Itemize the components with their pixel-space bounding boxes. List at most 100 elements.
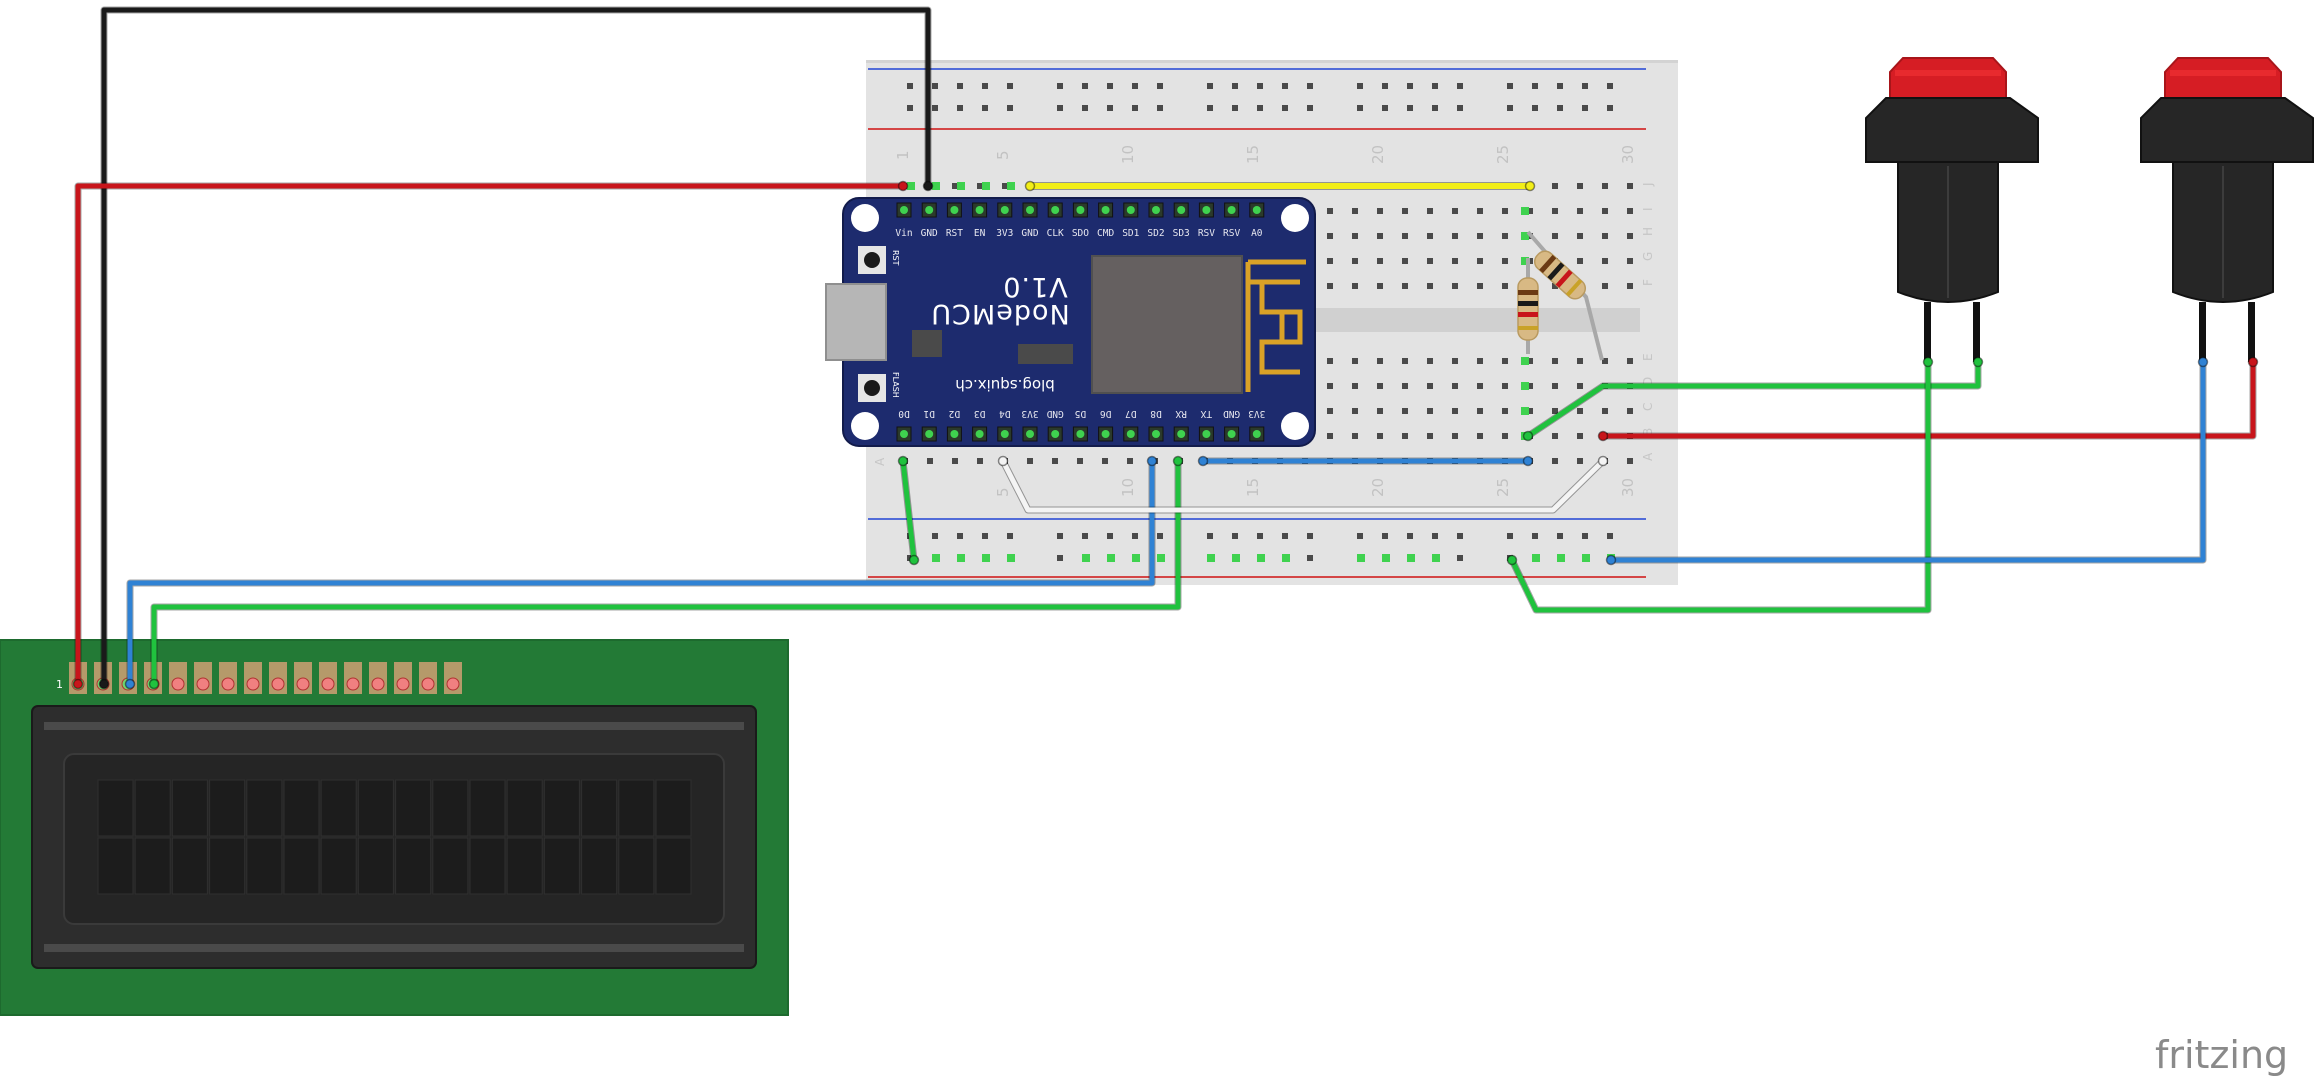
bb-col-number: 20 <box>1369 145 1387 164</box>
bb-hole <box>1327 358 1333 364</box>
bb-rail-hole <box>932 83 938 89</box>
header-pin-contact <box>1076 206 1085 214</box>
uart-chip <box>1018 344 1073 364</box>
bb-hole <box>1577 183 1583 189</box>
bb-rail-hole-connected <box>1382 554 1390 562</box>
bb-hole <box>1052 458 1058 464</box>
bottom-pin-label: GND <box>1046 408 1063 419</box>
regulator-chip <box>912 330 942 357</box>
bb-hole-connected <box>1521 407 1529 415</box>
bb-hole <box>1577 208 1583 214</box>
bb-row-letter: H <box>1641 227 1655 236</box>
button-cap[interactable] <box>2164 57 2282 99</box>
bb-rail-hole <box>1082 533 1088 539</box>
lcd-pin <box>396 677 410 691</box>
header-pin-contact <box>1252 206 1261 214</box>
bb-col-number: 15 <box>1244 478 1262 497</box>
bb-rail-hole-connected <box>1132 554 1140 562</box>
lcd-cell <box>357 837 394 895</box>
bb-rail-hole <box>1207 533 1213 539</box>
bb-row-letter: I <box>1641 207 1655 211</box>
lcd-character-cells <box>97 779 692 895</box>
bb-rail-hole <box>1457 555 1463 561</box>
lcd-cell <box>283 837 320 895</box>
header-pin-contact <box>950 206 959 214</box>
bb-rail-hole <box>1507 105 1513 111</box>
bb-rail-hole <box>1007 533 1013 539</box>
mounting-hole <box>1281 204 1309 232</box>
lcd-pin <box>246 677 260 691</box>
wire-blue-rail <box>1608 359 2206 563</box>
push-button-right[interactable] <box>2140 57 2314 362</box>
bb-rail-hole <box>1207 83 1213 89</box>
lcd-cell <box>134 779 171 837</box>
bb-rail-hole <box>1382 533 1388 539</box>
bb-rail-hole-connected <box>1257 554 1265 562</box>
button-leg <box>2248 302 2255 362</box>
wire-red-button-end <box>1597 430 1609 442</box>
bb-hole <box>1452 433 1458 439</box>
bb-hole <box>1402 258 1408 264</box>
bb-hole <box>1352 233 1358 239</box>
wire-green-ground-end <box>897 455 909 467</box>
bb-hole <box>1552 358 1558 364</box>
wire-blue-lcd-end <box>1146 455 1158 467</box>
bb-col-number: 10 <box>1119 145 1137 164</box>
wire-green-button <box>1525 359 1981 439</box>
bb-hole <box>1577 458 1583 464</box>
wire-green-button-end <box>1522 430 1534 442</box>
bb-col-number: 25 <box>1494 145 1512 164</box>
bb-rail-hole <box>1607 533 1613 539</box>
bb-hole <box>1552 458 1558 464</box>
bb-hole <box>1477 208 1483 214</box>
wire-white-end <box>997 455 1009 467</box>
bb-rail-hole <box>1557 533 1563 539</box>
button-cap[interactable] <box>1889 57 2007 99</box>
bb-hole-connected <box>1007 182 1015 190</box>
bb-hole <box>1402 358 1408 364</box>
esp-module <box>1091 255 1243 394</box>
header-pin-contact <box>925 430 934 438</box>
wire-blue-d0-end <box>1197 455 1209 467</box>
wire-green-lcd-end <box>1172 455 1184 467</box>
bb-hole <box>1377 258 1383 264</box>
lcd-pin <box>446 677 460 691</box>
bb-hole <box>1352 258 1358 264</box>
bb-hole <box>1502 358 1508 364</box>
top-pin-label: Vin <box>895 228 912 239</box>
wire-red-lcd-end <box>897 180 909 192</box>
bb-hole <box>1377 433 1383 439</box>
top-pin-label: RSV <box>1223 228 1240 239</box>
bottom-pin-label: 3V3 <box>1021 408 1038 419</box>
wire-green-rail <box>1509 359 1931 613</box>
wire-blue-rail-end <box>1605 554 1617 566</box>
bb-hole <box>1327 208 1333 214</box>
bottom-pin-label: D4 <box>999 408 1011 419</box>
bb-rail-hole-connected <box>1582 554 1590 562</box>
bb-hole <box>1327 283 1333 289</box>
flash-button-cap[interactable] <box>864 380 880 396</box>
nodemcu-header-pins: VinD0GNDD1RSTD2END33V3D4GND3V3CLKGNDSDOD… <box>895 202 1265 442</box>
lcd-cell <box>97 779 134 837</box>
bb-hole <box>1602 233 1608 239</box>
rst-button-cap[interactable] <box>864 252 880 268</box>
lcd-pin <box>421 677 435 691</box>
bb-hole <box>1402 408 1408 414</box>
wire-red-button-end <box>2247 356 2259 368</box>
bb-hole <box>977 183 983 189</box>
bb-rail-hole <box>1432 83 1438 89</box>
lcd-cell <box>395 779 432 837</box>
bb-rail-hole <box>957 83 963 89</box>
mounting-hole <box>1281 412 1309 440</box>
bb-hole-connected <box>1521 207 1529 215</box>
bb-hole <box>977 458 983 464</box>
bb-rail-hole <box>1157 105 1163 111</box>
push-button-left[interactable] <box>1865 57 2039 362</box>
bb-hole <box>1452 233 1458 239</box>
top-pin-label: 3V3 <box>996 228 1013 239</box>
lcd-pin <box>171 677 185 691</box>
bb-rail-hole <box>1382 83 1388 89</box>
bb-rail-hole-connected <box>1282 554 1290 562</box>
bb-hole <box>1427 233 1433 239</box>
bb-hole <box>1452 408 1458 414</box>
